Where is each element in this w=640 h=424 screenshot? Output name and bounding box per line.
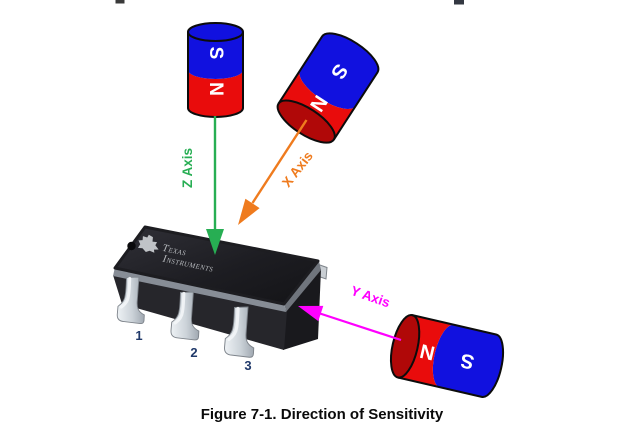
pin-label-2: 2 — [190, 345, 197, 360]
cropped-text-fragment-left — [115, 0, 125, 4]
z-axis-annotation: Z Axis — [180, 116, 224, 255]
figure-caption: Figure 7-1. Direction of Sensitivity — [201, 406, 444, 423]
magnet-x: S N — [276, 32, 380, 144]
magnet-y-blue-half — [432, 324, 504, 397]
magnet-y-pole-s: S — [458, 349, 476, 373]
brand-line1: Texas — [161, 243, 187, 259]
magnet-y-outline — [397, 314, 505, 398]
ti-bug-icon — [137, 234, 159, 253]
magnet-x-outline — [277, 32, 380, 141]
y-axis-label: Y Axis — [349, 283, 392, 310]
z-axis-label: Z Axis — [180, 148, 195, 188]
magnet-z-red-half — [188, 70, 243, 117]
package-mold-band-right — [284, 261, 321, 312]
package-top-face — [113, 225, 320, 306]
magnet-z-pole-n: N — [205, 82, 226, 96]
magnet-z-blue-half — [188, 32, 243, 79]
y-axis-arrow-line — [319, 312, 402, 342]
cropped-text-fragment-right — [454, 0, 464, 5]
magnet-z-top-cap — [187, 22, 244, 42]
magnet-z: S N — [187, 22, 244, 118]
z-axis-arrowhead — [206, 229, 224, 255]
y-axis-arrowhead — [298, 305, 324, 322]
x-axis-arrowhead — [238, 198, 260, 225]
magnet-y: S N — [389, 314, 505, 398]
magnet-y-pole-n: N — [418, 339, 437, 364]
magnet-z-pole-s: S — [205, 47, 226, 60]
magnet-x-blue-half — [299, 33, 379, 110]
ic-package: Texas Instruments 1 2 3 — [113, 225, 328, 373]
x-axis-arrow-line — [251, 119, 308, 204]
pin-label-1: 1 — [135, 328, 142, 343]
pin-label-3: 3 — [244, 358, 251, 373]
pin1-indicator-dot — [127, 241, 136, 251]
package-right-face — [283, 269, 321, 350]
